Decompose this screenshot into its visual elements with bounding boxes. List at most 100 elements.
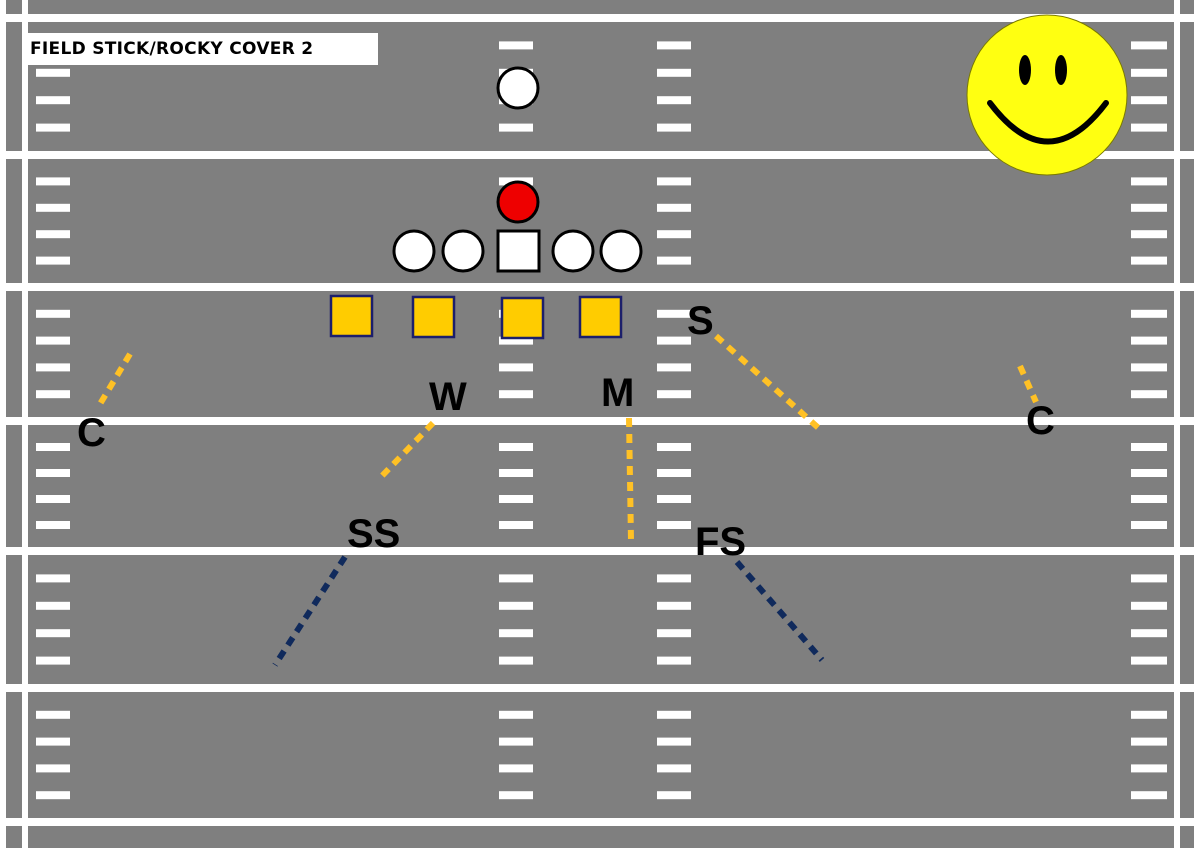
hash-mark — [1131, 230, 1167, 239]
smiley-eye-left — [1019, 55, 1031, 85]
hash-mark — [657, 469, 691, 477]
corner-left-drop — [97, 352, 133, 406]
hash-mark — [499, 390, 533, 399]
hash-mark — [657, 601, 691, 610]
hash-mark — [657, 390, 691, 399]
hash-mark — [499, 656, 533, 665]
hash-mark — [1131, 41, 1167, 50]
hash-mark — [499, 574, 533, 583]
hash-mark — [1131, 737, 1167, 746]
hash-mark — [657, 256, 691, 265]
hash-mark — [36, 629, 70, 638]
hash-mark — [1131, 629, 1167, 638]
hash-mark — [36, 68, 70, 77]
hash-mark — [1131, 656, 1167, 665]
hash-mark — [499, 601, 533, 610]
defensive-line — [329, 294, 623, 340]
offensive-lineman — [392, 229, 436, 273]
label-mike: M — [601, 371, 634, 415]
defensive-lineman — [578, 295, 623, 339]
hash-mark — [36, 737, 70, 746]
hash-mark — [499, 710, 533, 719]
yard-line — [0, 417, 1200, 425]
hash-mark — [657, 791, 691, 800]
hash-mark — [1131, 256, 1167, 265]
hash-mark — [657, 230, 691, 239]
hash-mark — [657, 764, 691, 773]
hash-mark — [1131, 574, 1167, 583]
hash-mark — [1131, 336, 1167, 345]
defensive-lineman — [329, 294, 374, 338]
hash-mark — [499, 363, 533, 372]
hash-mark — [499, 521, 533, 529]
hash-mark — [499, 41, 533, 50]
hash-mark — [657, 710, 691, 719]
hash-mark — [499, 469, 533, 477]
yard-line — [0, 818, 1200, 826]
backfield-player — [496, 66, 540, 110]
hash-mark — [657, 363, 691, 372]
hash-mark — [1131, 764, 1167, 773]
hash-mark — [657, 41, 691, 50]
hash-mark — [36, 123, 70, 132]
hash-mark — [499, 737, 533, 746]
hash-mark — [1131, 443, 1167, 451]
hash-mark — [657, 656, 691, 665]
hash-mark — [657, 203, 691, 212]
hash-mark — [1131, 68, 1167, 77]
hash-mark — [1131, 203, 1167, 212]
hash-mark — [657, 574, 691, 583]
hash-mark — [1131, 96, 1167, 105]
free-safety-drop — [734, 560, 825, 662]
hash-mark — [36, 363, 70, 372]
hash-mark — [657, 309, 691, 318]
smiley-face-icon — [966, 14, 1128, 176]
center — [496, 229, 541, 273]
hash-mark — [1131, 469, 1167, 477]
hash-mark — [36, 521, 70, 529]
yard-line — [0, 151, 1200, 159]
yard-lines — [0, 14, 1200, 826]
smiley-mouth — [987, 100, 1109, 145]
hash-mark — [499, 443, 533, 451]
yard-line — [0, 684, 1200, 692]
hash-mark — [1131, 791, 1167, 800]
will-drop — [377, 420, 436, 481]
hash-mark — [1131, 309, 1167, 318]
hash-mark — [1131, 710, 1167, 719]
hash-mark — [1131, 521, 1167, 529]
hash-mark — [657, 123, 691, 132]
ball-carrier — [496, 180, 540, 224]
hash-mark — [36, 710, 70, 719]
underneath-drops — [97, 333, 1039, 542]
offensive-lineman — [599, 229, 643, 273]
yard-line — [0, 283, 1200, 291]
hash-mark — [657, 443, 691, 451]
hash-mark — [36, 656, 70, 665]
hash-mark — [657, 629, 691, 638]
hash-mark — [1131, 123, 1167, 132]
defensive-lineman — [411, 295, 456, 339]
hash-mark — [1131, 363, 1167, 372]
hash-mark — [36, 495, 70, 503]
label-corner-right: C — [1026, 399, 1055, 443]
strong-safety-drop — [272, 555, 348, 667]
offensive-lineman — [441, 229, 485, 273]
hash-mark — [499, 123, 533, 132]
label-strong-safety: SS — [347, 512, 400, 556]
hash-mark — [657, 336, 691, 345]
hash-mark — [36, 390, 70, 399]
hash-mark — [36, 574, 70, 583]
hash-mark — [657, 737, 691, 746]
hash-mark — [657, 68, 691, 77]
hash-mark — [1131, 495, 1167, 503]
hash-mark — [36, 256, 70, 265]
hash-mark — [36, 601, 70, 610]
hash-mark — [657, 495, 691, 503]
corner-right-drop — [1017, 364, 1039, 404]
hash-mark — [36, 309, 70, 318]
yard-line — [0, 547, 1200, 555]
deep-drops — [272, 555, 825, 667]
label-free-safety: FS — [695, 520, 746, 564]
